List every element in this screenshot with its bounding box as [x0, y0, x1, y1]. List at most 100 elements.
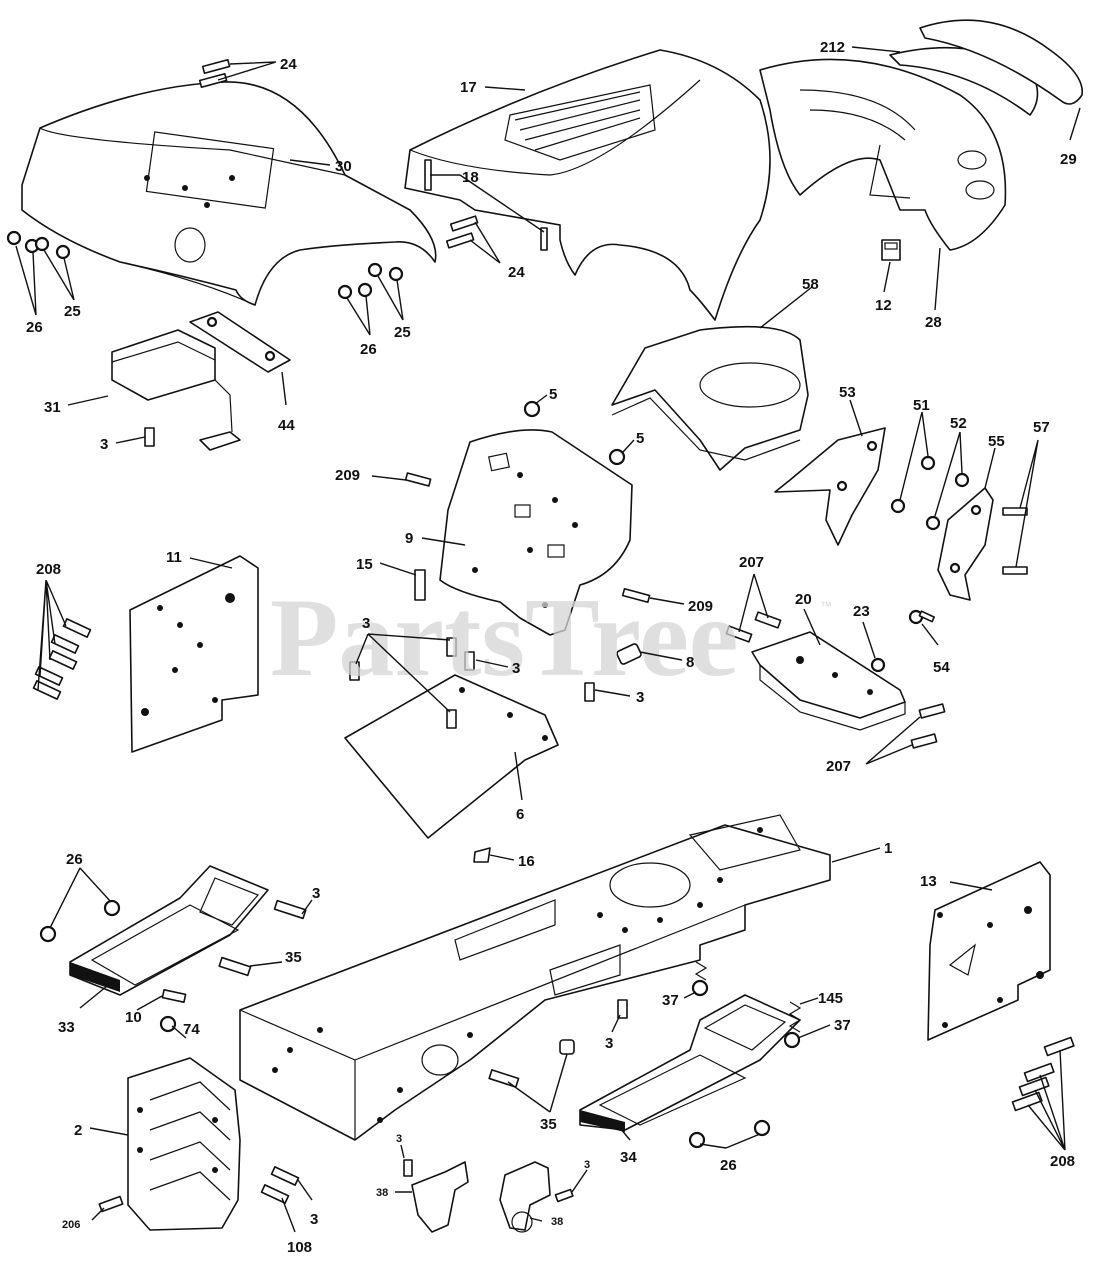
callout-208: 208 [1050, 1153, 1075, 1170]
callout-25: 25 [394, 324, 411, 341]
part-10-bolt[interactable] [161, 989, 187, 1003]
callout-58: 58 [802, 276, 819, 293]
callout-6: 6 [516, 806, 524, 823]
part-8-spacer[interactable] [616, 643, 642, 665]
part-24-bolts-mid[interactable] [445, 215, 479, 249]
part-3-bolt-a[interactable] [144, 427, 155, 447]
part-2-rear-bracket[interactable] [127, 1057, 241, 1231]
part-145-spring[interactable] [694, 961, 802, 1033]
part-6-plate[interactable] [344, 674, 559, 839]
part-5-nut-b[interactable] [608, 448, 626, 466]
callout-26: 26 [26, 319, 43, 336]
part-3-bolts-plate[interactable] [349, 637, 475, 729]
part-53-bracket[interactable] [774, 427, 886, 546]
callout-54: 54 [933, 659, 950, 676]
callout-37: 37 [662, 992, 679, 1009]
callout-5: 5 [549, 386, 557, 403]
part-26-nuts-left[interactable] [6, 230, 40, 254]
part-44-bracket[interactable] [189, 311, 291, 373]
part-26-nuts-mid[interactable] [337, 282, 373, 300]
part-23-nut[interactable] [870, 657, 886, 673]
callout-34: 34 [620, 1149, 637, 1166]
part-207-bolts-top[interactable] [725, 611, 782, 643]
part-38-bracket-a[interactable] [403, 1159, 469, 1233]
part-9-dash-panel[interactable] [439, 429, 633, 636]
callout-5: 5 [636, 430, 644, 447]
callout-37: 37 [834, 1017, 851, 1034]
part-74-nut[interactable] [159, 1015, 177, 1033]
part-37-bolt-b[interactable] [783, 1031, 801, 1049]
part-15-pin[interactable] [414, 569, 426, 601]
part-20-support[interactable] [751, 631, 906, 731]
part-25-washers-mid[interactable] [367, 262, 404, 282]
part-12-clip[interactable] [881, 239, 901, 261]
part-209-bolt-b[interactable] [621, 587, 651, 604]
callout-35: 35 [285, 949, 302, 966]
callout-17: 17 [460, 79, 477, 96]
part-108-bolt[interactable] [260, 1184, 290, 1204]
part-29-lens[interactable] [919, 19, 1083, 105]
part-58-shield[interactable] [611, 325, 809, 471]
callout-15: 15 [356, 556, 373, 573]
part-26-nuts-footrest[interactable] [39, 899, 121, 943]
part-208-bolts-left[interactable] [32, 618, 92, 700]
callout-3: 3 [312, 885, 320, 902]
part-11-side-panel[interactable] [129, 555, 259, 753]
part-52-washers[interactable] [925, 472, 970, 531]
part-31-bracket[interactable] [111, 329, 241, 451]
part-3-bolt-d[interactable] [584, 682, 595, 702]
callout-8: 8 [686, 654, 694, 671]
part-55-bracket[interactable] [937, 487, 994, 601]
part-207-bolts-bottom[interactable] [910, 703, 946, 749]
part-35-bolt-b[interactable] [488, 1039, 575, 1088]
callout-24: 24 [280, 56, 297, 73]
callout-38: 38 [551, 1216, 563, 1228]
part-54-bolt[interactable] [908, 609, 935, 625]
callout-55: 55 [988, 433, 1005, 450]
part-206-bolt[interactable] [98, 1195, 124, 1213]
callout-74: 74 [183, 1021, 200, 1038]
part-57-bolts[interactable] [1002, 507, 1028, 575]
callout-3: 3 [512, 660, 520, 677]
callout-38: 38 [376, 1187, 388, 1199]
part-3-bolt-e[interactable] [273, 899, 307, 920]
callout-35: 35 [540, 1116, 557, 1133]
part-3-bolt-g[interactable] [270, 1166, 300, 1186]
part-35-bolt-a[interactable] [218, 956, 252, 977]
part-26-nuts-bottom[interactable] [688, 1119, 771, 1149]
part-28-grille[interactable] [759, 58, 1007, 251]
part-33-footrest[interactable] [69, 865, 269, 996]
part-24-bolts-top[interactable] [198, 58, 231, 89]
part-25-washers-left[interactable] [34, 236, 71, 260]
callout-206: 206 [62, 1219, 80, 1231]
callout-12: 12 [875, 297, 892, 314]
callout-1: 1 [884, 840, 892, 857]
callout-18: 18 [462, 169, 479, 186]
part-30-cover[interactable] [21, 81, 437, 306]
part-3-bolt-f[interactable] [617, 999, 628, 1019]
callout-209: 209 [688, 598, 713, 615]
callout-31: 31 [44, 399, 61, 416]
part-34-footrest[interactable] [579, 994, 801, 1132]
watermark-trademark: ™ [820, 599, 832, 613]
part-37-bolt-a[interactable] [691, 979, 709, 997]
part-1-frame[interactable] [239, 814, 831, 1141]
callout-51: 51 [913, 397, 930, 414]
callout-3: 3 [636, 689, 644, 706]
callout-25: 25 [64, 303, 81, 320]
part-51-nuts[interactable] [890, 455, 936, 514]
part-13-side-panel[interactable] [927, 861, 1051, 1041]
part-209-bolt-a[interactable] [404, 472, 432, 487]
callout-212: 212 [820, 39, 845, 56]
callout-209: 209 [335, 467, 360, 484]
part-5-nut-a[interactable] [523, 400, 541, 418]
callout-26: 26 [66, 851, 83, 868]
part-208-bolts-right[interactable] [1011, 1036, 1075, 1112]
part-38-bracket-b[interactable] [499, 1161, 574, 1233]
callout-3: 3 [396, 1133, 402, 1145]
callout-10: 10 [125, 1009, 142, 1026]
part-16-clip[interactable] [473, 847, 491, 863]
callout-28: 28 [925, 314, 942, 331]
part-17-hood[interactable] [404, 49, 771, 321]
callout-52: 52 [950, 415, 967, 432]
